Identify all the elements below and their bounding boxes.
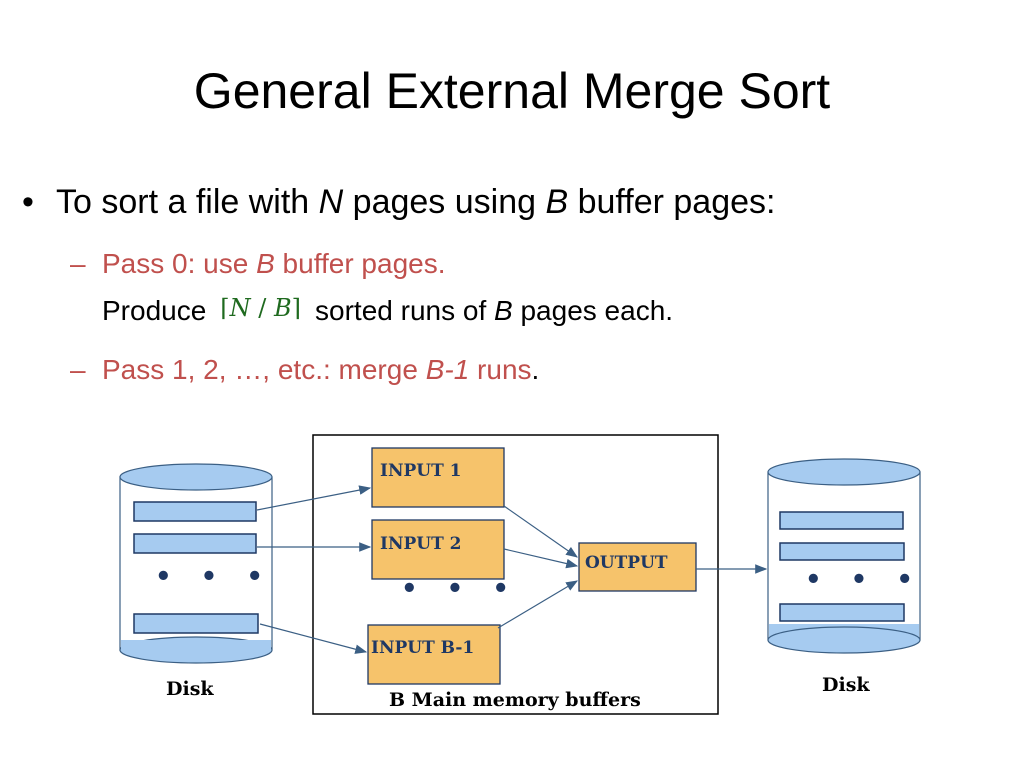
right-disk-page-1 (779, 511, 904, 530)
output-buffer (578, 542, 697, 592)
pass0-prefix: Pass 0: use (102, 248, 257, 279)
left-disk-page-2 (133, 533, 257, 554)
memory-buffers-label: B Main memory buffers (389, 689, 641, 711)
formula-n: N (229, 294, 251, 322)
arrow-inputb1-to-output (497, 580, 579, 629)
pass1-suffix: runs (469, 354, 532, 385)
ceil-left-bracket-icon: ⌈ (220, 294, 230, 322)
formula-sep: / (250, 294, 275, 322)
bullet-dot-icon: • (22, 183, 34, 221)
dash-icon: – (70, 354, 86, 385)
arrow-input2-to-output (503, 548, 579, 569)
pass0-line1: –Pass 0: use B buffer pages. (70, 248, 446, 280)
output-label: OUTPUT (585, 553, 668, 573)
input1-buffer (371, 447, 505, 508)
pass1-b1: B-1 (425, 354, 470, 385)
pass1-prefix: Pass 1, 2, …, etc.: merge (102, 354, 426, 385)
buffer-dots: • • • (401, 574, 519, 604)
bullet-text-middle: pages using (343, 183, 546, 221)
ceil-right-bracket-icon: ⌉ (291, 294, 302, 322)
right-disk-page-3 (779, 603, 905, 622)
left-disk-icon (119, 463, 273, 664)
left-disk-page-3 (133, 613, 259, 634)
main-bullet: • To sort a file with N pages using B buf… (22, 183, 775, 222)
right-disk-page-2 (779, 542, 905, 561)
pass0-line2-b: B (494, 295, 513, 326)
input2-buffer (371, 519, 505, 580)
input2-label: INPUT 2 (380, 534, 462, 554)
bullet-text-suffix: buffer pages: (568, 183, 776, 221)
bullet-text-prefix: To sort a file with (56, 183, 319, 221)
inputb1-label: INPUT B-1 (371, 638, 475, 658)
arrow-disk-to-input1 (256, 485, 372, 511)
dash-icon: – (70, 248, 86, 279)
pass0-suffix: buffer pages. (274, 248, 446, 279)
arrow-input1-to-output (503, 505, 578, 558)
pass0-line2: Produce⌈N / B⌉sorted runs of B pages eac… (102, 294, 674, 327)
bullet-b: B (545, 183, 569, 221)
pass0-produce: Produce (102, 295, 207, 326)
arrow-disk-to-inputb1 (259, 623, 368, 654)
pass0-line2-mid: sorted runs of (315, 295, 495, 326)
left-disk-dots: • • • (155, 562, 273, 592)
pass0-b: B (256, 248, 275, 279)
ceiling-formula: ⌈N / B⌉ (220, 294, 301, 322)
inputb1-buffer (367, 624, 501, 685)
formula-b: B (274, 294, 292, 322)
bullet-n: N (318, 183, 344, 221)
left-disk-label: Disk (166, 678, 214, 700)
pass0-line2-suffix: pages each. (512, 295, 674, 326)
slide-title: General External Merge Sort (193, 63, 831, 119)
memory-frame (312, 434, 719, 715)
left-disk-page-1 (133, 501, 257, 522)
input1-label: INPUT 1 (380, 461, 462, 481)
right-disk-icon (767, 458, 921, 654)
right-disk-label: Disk (822, 674, 870, 696)
pass1-period: . (531, 354, 540, 385)
pass1-line: –Pass 1, 2, …, etc.: merge B-1 runs. (70, 354, 539, 386)
right-disk-dots: • • • (805, 565, 923, 595)
